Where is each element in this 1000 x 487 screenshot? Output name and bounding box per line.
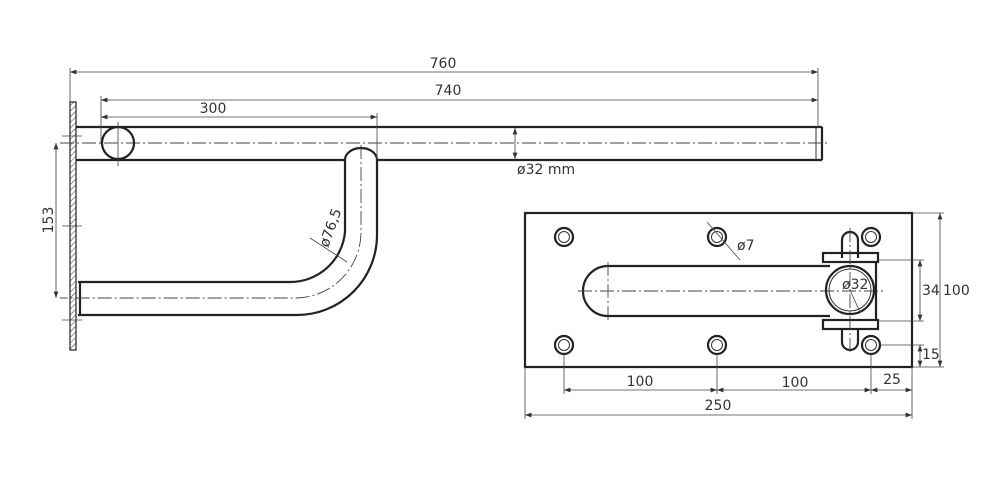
dimension-153: 153 xyxy=(41,143,59,298)
bent-support-tube xyxy=(60,145,379,317)
dim-label: 100 xyxy=(627,374,654,390)
dim-label: 34 xyxy=(922,283,940,299)
hole xyxy=(706,334,728,356)
dim-label: ø7 xyxy=(737,238,754,254)
dim-label: 100 xyxy=(943,283,970,299)
dim-label: 25 xyxy=(883,372,901,388)
dimension-15: 15 xyxy=(880,344,940,367)
dim-label: 760 xyxy=(430,56,457,72)
dim-label: ø32 mm xyxy=(517,162,575,178)
dimension-hole-diameter: ø7 xyxy=(706,221,754,261)
dim-label: 300 xyxy=(200,101,227,117)
dim-label: 100 xyxy=(782,375,809,391)
dim-label: 15 xyxy=(922,347,940,363)
clamp xyxy=(821,228,880,352)
slot-tube xyxy=(578,262,885,320)
dim-label: 740 xyxy=(435,83,462,99)
dimension-bend-diameter: ø76,5 xyxy=(309,207,348,263)
dimension-760: 760 xyxy=(69,56,819,127)
hole xyxy=(553,334,575,356)
dim-label: ø76,5 xyxy=(317,207,346,250)
dimension-bottom-row: 100 100 25 xyxy=(563,354,912,394)
dim-label: ø32 xyxy=(842,277,868,293)
side-view: 760 740 300 153 ø76,5 ø32 mm xyxy=(41,56,830,351)
plate-view: ø7 ø32 34 100 15 100 100 xyxy=(523,211,970,419)
dimension-250: 250 xyxy=(524,367,913,419)
dimension-tube-diameter: ø32 mm xyxy=(512,128,575,178)
dim-label: 250 xyxy=(705,398,732,414)
base-plate xyxy=(523,211,914,369)
main-tube xyxy=(60,125,830,162)
dimension-300: 300 xyxy=(101,101,378,160)
dimension-34: 34 xyxy=(878,259,940,322)
mounting-holes xyxy=(553,226,882,356)
tube-end-circle xyxy=(100,122,136,166)
dim-label: 153 xyxy=(41,207,57,234)
dimension-100-vertical: 100 xyxy=(912,212,970,368)
hole xyxy=(553,226,575,248)
hole xyxy=(706,226,728,248)
hole xyxy=(860,226,882,248)
dimension-740: 740 xyxy=(100,83,818,143)
hole xyxy=(860,334,882,356)
